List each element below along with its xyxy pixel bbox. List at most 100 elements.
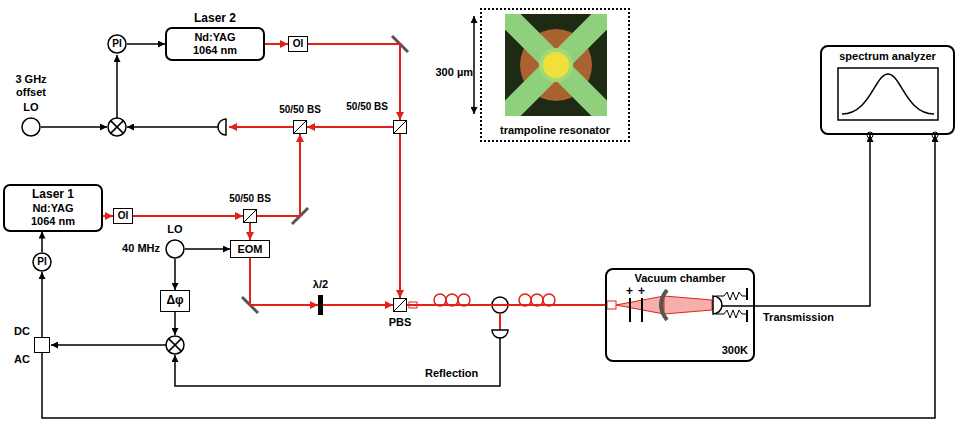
spectrum-trace [842, 74, 934, 114]
laser-model: Nd:YAG 1064 nm [184, 31, 246, 56]
laser-beam [133, 215, 243, 217]
signal-wire [127, 43, 165, 45]
port-label: DC [14, 325, 30, 338]
laser-name: Laser 1 [32, 188, 74, 202]
laser-beam [399, 134, 401, 298]
scale-arrow [473, 16, 475, 114]
signal-name: Reflection [425, 367, 478, 380]
beam-splitter: 50/50 BS [243, 209, 257, 223]
beam-splitter: 50/50 BS [293, 120, 307, 134]
controller-label: PI [112, 38, 121, 50]
laser-beam [323, 304, 393, 306]
frequency-label: 40 MHz [122, 242, 160, 255]
laser-beam [308, 44, 400, 120]
tether [505, 14, 607, 116]
circle-outline [21, 117, 41, 137]
splitter-diagonal [294, 121, 306, 133]
photodetector [492, 330, 508, 338]
scale-label: 300 µm [435, 66, 473, 79]
curved-mirror [661, 290, 667, 320]
photodetector [218, 119, 226, 135]
signal-wire [127, 126, 218, 128]
mixer-symbol [166, 336, 184, 354]
signal-wire [722, 305, 755, 307]
signal-wire [41, 232, 43, 252]
circle-outline [33, 253, 51, 271]
trampoline-image [505, 14, 607, 116]
laser-box: Laser 2Nd:YAG 1064 nm [165, 27, 265, 60]
image-ground [505, 14, 607, 116]
frequency-label: 3 GHz offset [5, 73, 57, 98]
mount-wall [746, 288, 748, 300]
port-label: AC [14, 353, 30, 366]
signal-wire [51, 344, 166, 346]
spring [716, 292, 746, 300]
laser-beam [407, 304, 605, 306]
edge-label: Transmission [762, 311, 835, 324]
electrode-sign: + [638, 285, 645, 299]
laser-beam [229, 126, 293, 128]
signal-wire [41, 272, 43, 337]
mount-wall [746, 310, 748, 322]
signal-wire [42, 135, 935, 418]
laser-model: Nd:YAG 1064 nm [22, 202, 84, 227]
splitter-label: 50/50 BS [229, 193, 271, 205]
splitter-diagonal [394, 121, 406, 133]
optical-isolator: OI [113, 208, 133, 224]
fiber-port [499, 313, 501, 330]
splitter-diagonal [394, 299, 406, 311]
splitter-diagonal [394, 121, 406, 133]
splitter-label: PBS [389, 316, 412, 329]
waveplate-label: λ/2 [313, 278, 328, 291]
phase-shifter: Δφ [160, 290, 190, 312]
electrode [641, 298, 643, 322]
laser-beam [250, 258, 318, 305]
laser-name: Laser 2 [194, 12, 236, 26]
signal-wire [755, 135, 870, 306]
isolator-label: OI [118, 210, 129, 222]
splitter-diagonal [244, 210, 256, 222]
mixer-cross [111, 121, 124, 134]
electrode [629, 298, 631, 322]
circle-outline [22, 118, 40, 136]
splitter-label: 50/50 BS [279, 104, 321, 116]
mixer-symbol [108, 118, 126, 136]
instrument-title: spectrum analyzer [839, 50, 936, 63]
inset-caption: trampoline resonator [500, 124, 610, 137]
polarizing-splitter: PBS [393, 298, 407, 312]
mixer-cross [169, 339, 182, 352]
pi-controller: PI [32, 252, 52, 272]
tether [505, 14, 607, 116]
isolator-label: OI [293, 38, 304, 50]
modulator-box: EOM [230, 240, 270, 258]
local-oscillator: LO40 MHz [165, 239, 185, 259]
splitter-diagonal [394, 299, 406, 311]
optical-isolator: OI [288, 36, 308, 52]
splitter-diagonal [294, 121, 306, 133]
controller-label: PI [37, 256, 46, 268]
mirror-pad [543, 52, 569, 78]
pi-controller: PI [107, 34, 127, 54]
bias-tee: DCAC [34, 337, 50, 353]
circle-outline [166, 240, 184, 258]
spectrum-analyzer: spectrum analyzer [820, 45, 955, 135]
reflection-wire [175, 338, 500, 386]
modulator-label: EOM [237, 243, 262, 256]
laser-beam [249, 223, 251, 240]
analyzer-screen [838, 68, 938, 120]
signal-wire [174, 259, 176, 290]
fiber-coupler [607, 301, 616, 309]
oscillator-label: LO [23, 101, 38, 114]
phase-label: Δφ [166, 294, 183, 308]
splitter-diagonal [244, 210, 256, 222]
beam-splitter: 50/50 BS [393, 120, 407, 134]
laser-beam [103, 215, 113, 217]
laser-beam [307, 126, 393, 128]
vacuum-chamber: Vacuum chamber300K [605, 268, 755, 362]
cavity-mode [664, 296, 712, 314]
laser-beam [265, 43, 288, 45]
signal-wire [116, 55, 118, 118]
oscillator-label: LO [167, 223, 182, 236]
